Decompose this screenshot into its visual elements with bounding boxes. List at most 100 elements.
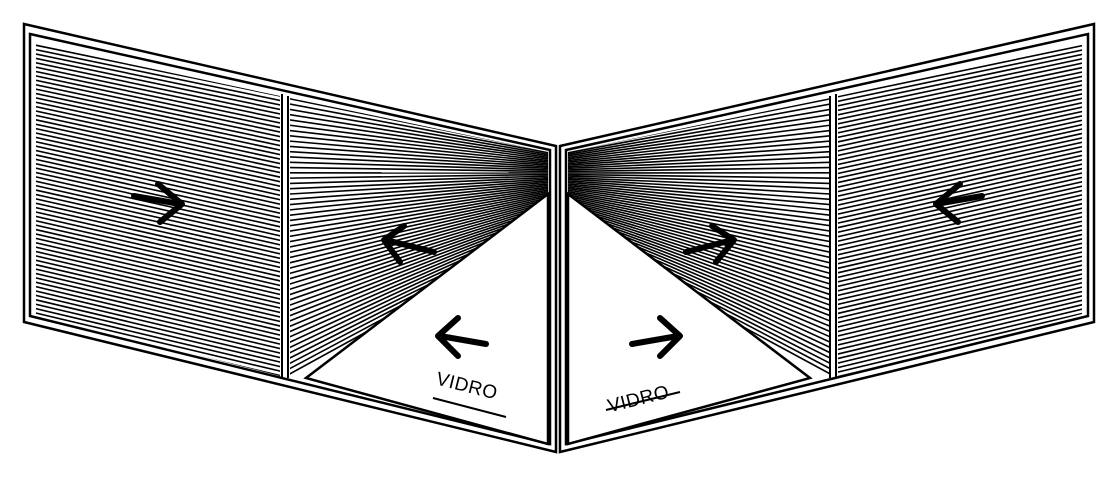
hatch-line: [838, 60, 1082, 117]
hatch-line: [838, 266, 1082, 330]
hatch-line: [36, 183, 280, 244]
hatch-line: [36, 69, 280, 126]
hatch-line: [36, 44, 280, 99]
hatch-line: [36, 148, 280, 208]
hatch-line: [568, 190, 830, 238]
hatch-line: [36, 65, 280, 122]
hatch-line: [568, 179, 830, 201]
hatch-line: [568, 199, 830, 270]
hatch-line: [290, 178, 548, 196]
hatch-line: [838, 135, 1082, 194]
right-glass-panel: [566, 191, 813, 446]
hatch-line: [36, 306, 280, 370]
hatch-line: [290, 182, 548, 212]
hatch-line: [568, 161, 830, 171]
hatch-line: [36, 95, 280, 153]
hatch-line: [290, 188, 548, 233]
hatch-line: [36, 218, 280, 280]
hatch-line: [290, 102, 548, 155]
right-inner-frame: [564, 32, 1090, 446]
hatch-line: [568, 184, 830, 217]
hatch-line: [36, 201, 280, 262]
hatch-line: [290, 123, 548, 161]
hatch-line: [838, 117, 1082, 176]
hatch-line: [838, 65, 1082, 122]
hatch-line: [838, 187, 1082, 248]
hatch-line: [838, 144, 1082, 203]
hatch-line: [290, 202, 548, 281]
hatch-line: [36, 82, 280, 140]
hatch-line: [568, 139, 830, 165]
hatch-line: [36, 60, 280, 117]
hatch-line: [568, 196, 830, 260]
hatch-line: [36, 240, 280, 303]
hatch-line: [568, 187, 830, 228]
hatch-line: [838, 288, 1082, 352]
hatch-line: [568, 118, 830, 159]
hatch-line: [290, 187, 548, 228]
hatch-line: [36, 236, 280, 298]
left-wing: VIDRO: [22, 22, 558, 454]
hatch-line: [290, 196, 548, 260]
hatch-line: [290, 156, 548, 170]
hatch-line: [36, 310, 280, 375]
hatch-line: [290, 185, 548, 222]
hatch-line: [838, 126, 1082, 185]
hatch-line: [838, 109, 1082, 167]
hatch-line: [568, 102, 830, 155]
hatch-line: [36, 87, 280, 144]
hatch-line: [838, 201, 1082, 262]
hatch-line: [290, 113, 548, 158]
hatch-line: [838, 161, 1082, 221]
hatch-line: [838, 271, 1082, 334]
hatch-line: [838, 218, 1082, 280]
hatch-line: [568, 145, 830, 167]
hatch-line: [290, 206, 548, 297]
hatch-line: [568, 150, 830, 168]
hatch-line: [36, 293, 280, 357]
hatch-line: [568, 156, 830, 170]
hatch-line: [838, 253, 1082, 316]
hatch-line: [838, 130, 1082, 190]
hatch-line: [290, 190, 548, 238]
hatch-line: [838, 179, 1082, 239]
hatch-line: [36, 288, 280, 352]
left-glass-panel: [303, 191, 550, 446]
hatch-line: [36, 144, 280, 203]
hatch-line: [838, 51, 1082, 108]
hatch-line: [568, 166, 830, 173]
hatch-line: [290, 107, 548, 156]
hatch-line: [568, 175, 830, 185]
hatch-line: [568, 176, 830, 190]
hatch-line: [36, 126, 280, 185]
hatch-line: [36, 109, 280, 167]
hatch-line: [568, 200, 830, 276]
hatch-line: [36, 166, 280, 226]
hatch-line: [838, 262, 1082, 325]
hatch-line: [290, 134, 548, 164]
hatch-line: [36, 284, 280, 348]
hatch-line: [838, 122, 1082, 181]
hatch-line: [568, 202, 830, 281]
hatch-line: [838, 205, 1082, 266]
hatch-line: [36, 122, 280, 181]
hatch-line: [568, 181, 830, 206]
arrow-right-icon: [683, 223, 737, 265]
hatch-line: [36, 78, 280, 135]
hatch-line: [36, 297, 280, 361]
hatch-line: [838, 183, 1082, 244]
left-outer-frame: [22, 22, 558, 454]
hatch-line: [290, 175, 548, 185]
hatch-line: [568, 182, 830, 212]
hatch-line: [838, 104, 1082, 163]
hatch-line: [36, 130, 280, 190]
hatch-line: [36, 135, 280, 194]
hatch-line: [36, 113, 280, 172]
hatch-line: [838, 100, 1082, 158]
hatch-line: [36, 258, 280, 321]
hatch-line: [36, 104, 280, 163]
left-outer-panel-hatch: [36, 44, 280, 376]
right-wing: VIDRO: [558, 22, 1096, 454]
hatch-line: [36, 174, 280, 235]
